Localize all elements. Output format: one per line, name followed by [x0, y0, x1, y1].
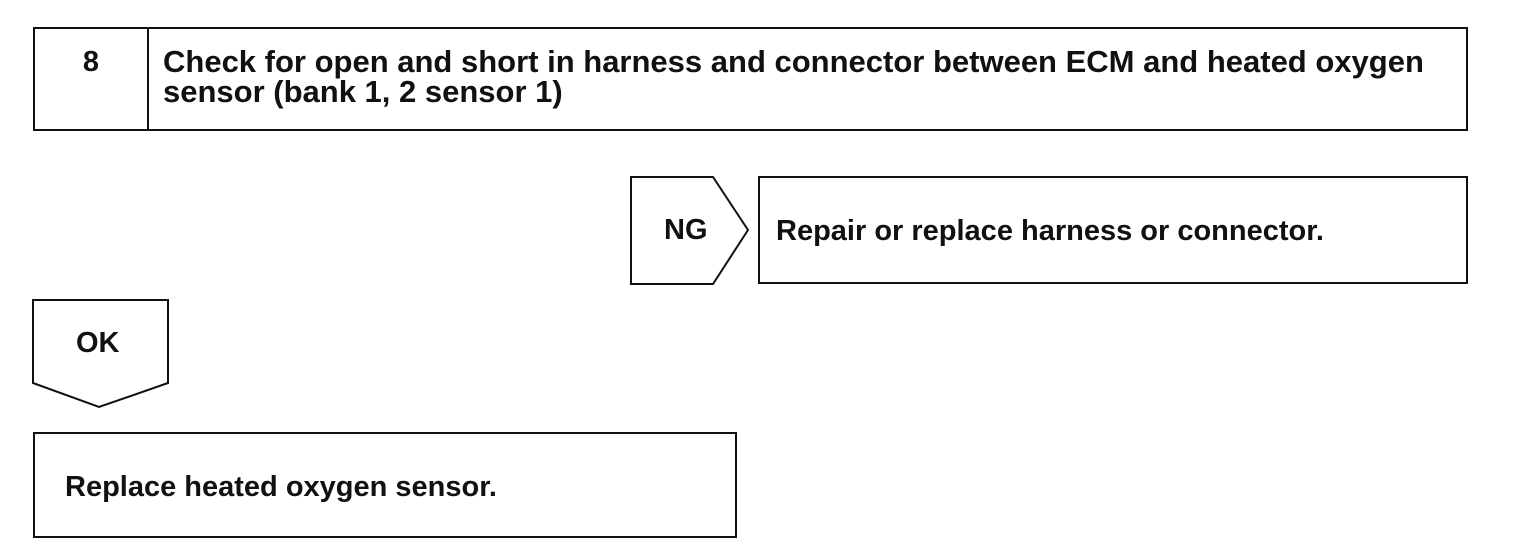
ng-label: NG [664, 214, 708, 246]
ok-label: OK [76, 327, 120, 359]
ok-action-box: Replace heated oxygen sensor. [33, 432, 737, 538]
ng-arrow-shape [630, 176, 750, 285]
ng-action-box: Repair or replace harness or connector. [758, 176, 1468, 284]
step-title: Check for open and short in harness and … [163, 44, 1424, 109]
ng-action-text: Repair or replace harness or connector. [776, 215, 1324, 247]
ok-action-text: Replace heated oxygen sensor. [65, 471, 497, 503]
ok-arrow-shape [32, 299, 169, 409]
step-box: 8 Check for open and short in harness an… [33, 27, 1468, 131]
step-number: 8 [35, 29, 149, 129]
